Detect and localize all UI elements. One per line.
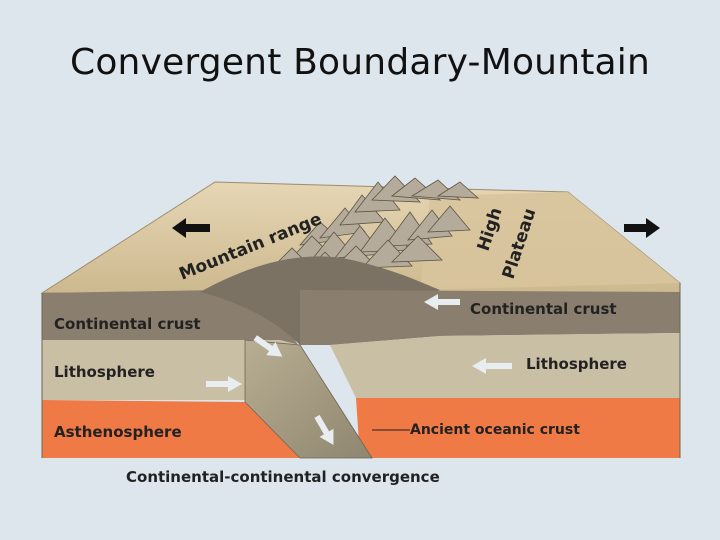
asthenosphere-label: Asthenosphere	[54, 423, 182, 441]
asthenosphere-band-right	[356, 398, 680, 458]
ancient-oceanic-crust-label: Ancient oceanic crust	[410, 422, 580, 438]
slide-title: Convergent Boundary-Mountain	[69, 42, 651, 83]
diagram-caption: Continental-continental convergence	[126, 468, 440, 486]
lithosphere-motion-arrow-left	[206, 376, 242, 392]
slab-motion-arrow-upper	[253, 335, 283, 357]
lithosphere-motion-arrow-right	[472, 358, 512, 374]
asthenosphere-band	[42, 400, 300, 458]
continental-crust-right	[300, 290, 680, 345]
left-plate-motion-arrow	[172, 218, 210, 238]
continental-crust-label-right: Continental crust	[470, 300, 617, 318]
slab-motion-arrow-lower	[314, 414, 334, 445]
crust-motion-arrow-right	[424, 294, 460, 310]
continental-crust-left	[42, 290, 298, 345]
right-plate-motion-arrow	[624, 218, 660, 238]
lithosphere-label-right: Lithosphere	[526, 355, 627, 373]
continental-crust-label-left: Continental crust	[54, 315, 201, 333]
lithosphere-label-left: Lithosphere	[54, 363, 155, 381]
subducting-slab	[244, 339, 373, 459]
high-plateau-surface	[420, 192, 680, 290]
